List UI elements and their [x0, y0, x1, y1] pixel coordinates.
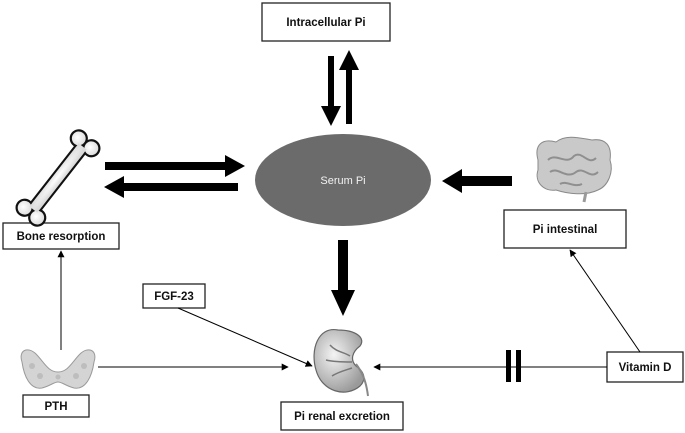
fgf23-label: FGF-23	[154, 291, 194, 303]
pth-node: PTH	[22, 394, 90, 418]
arrow-vitamind-to-intestinal	[569, 249, 641, 353]
intestine-icon	[536, 136, 612, 203]
pi-intestinal-label: Pi intestinal	[533, 224, 598, 236]
bone-resorption-label: Bone resorption	[17, 231, 106, 243]
intracellular-pi-node: Intracellular Pi	[261, 2, 391, 42]
bone-resorption-node: Bone resorption	[2, 222, 120, 250]
arrow-serum-to-intracellular	[339, 50, 359, 124]
arrow-bone-to-serum	[105, 155, 245, 177]
intracellular-pi-label: Intracellular Pi	[286, 17, 365, 29]
serum-pi-label: Serum Pi	[320, 175, 365, 187]
pi-renal-excretion-label: Pi renal excretion	[294, 411, 390, 423]
serum-pi-node: Serum Pi	[255, 134, 431, 226]
kidney-icon	[313, 329, 369, 397]
arrow-intestinal-to-serum	[442, 169, 512, 193]
arrow-fgf23-to-renal	[177, 307, 313, 367]
inhibition-bars	[506, 350, 521, 382]
arrow-intracellular-to-serum	[321, 56, 341, 126]
pi-renal-excretion-node: Pi renal excretion	[280, 401, 404, 431]
bone-icon	[15, 129, 101, 227]
arrow-serum-to-renal	[331, 240, 355, 316]
vitamin-d-label: Vitamin D	[619, 362, 672, 374]
pth-label: PTH	[45, 401, 68, 413]
thyroid-gland-icon	[20, 349, 96, 389]
fgf23-node: FGF-23	[142, 283, 206, 309]
vitamin-d-node: Vitamin D	[606, 351, 684, 383]
arrow-serum-to-bone	[104, 176, 238, 198]
pi-intestinal-node: Pi intestinal	[503, 209, 627, 249]
